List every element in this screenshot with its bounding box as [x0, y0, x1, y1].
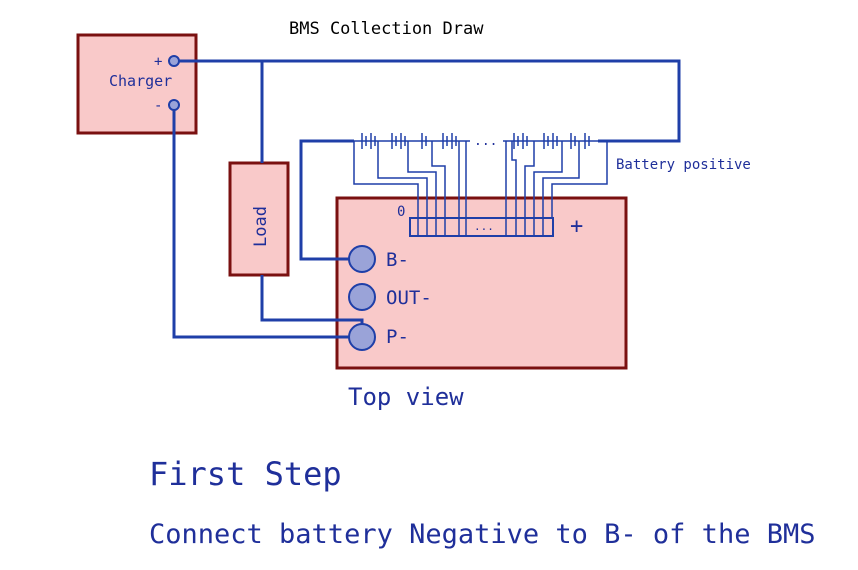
p-minus-terminal [348, 323, 376, 351]
charger-plus-label: + [154, 54, 162, 70]
load-label: Load [251, 206, 271, 247]
top-view-caption: Top view [348, 383, 464, 411]
connector-plus-label: + [570, 214, 583, 239]
charger-plus-terminal [168, 55, 180, 67]
charger-negative-wire [172, 105, 362, 339]
step-heading: First Step [149, 455, 342, 493]
charger-minus-terminal [168, 99, 180, 111]
connector-pins [417, 218, 544, 236]
p-minus-label: P- [386, 326, 409, 348]
wires [172, 59, 681, 339]
battery-negative-wire [299, 139, 362, 261]
out-minus-terminal [348, 283, 376, 311]
connector-ellipsis: ... [474, 220, 494, 233]
b-minus-terminal [348, 245, 376, 273]
b-minus-label: B- [386, 249, 409, 271]
out-minus-label: OUT- [386, 287, 432, 309]
connector-zero-label: 0 [397, 204, 405, 220]
charger-minus-label: - [154, 98, 162, 114]
charger-box [76, 33, 198, 135]
charger-label: Charger [109, 72, 172, 90]
balance-leads [353, 141, 608, 236]
battery-ellipsis: ... [474, 134, 497, 149]
load-box [228, 161, 290, 277]
step-instruction: Connect battery Negative to B- of the BM… [149, 519, 815, 550]
diagram-title: BMS Collection Draw [289, 19, 484, 39]
battery-string [354, 133, 598, 149]
charger-positive-wire [174, 59, 681, 143]
battery-positive-label: Battery positive [616, 157, 751, 173]
